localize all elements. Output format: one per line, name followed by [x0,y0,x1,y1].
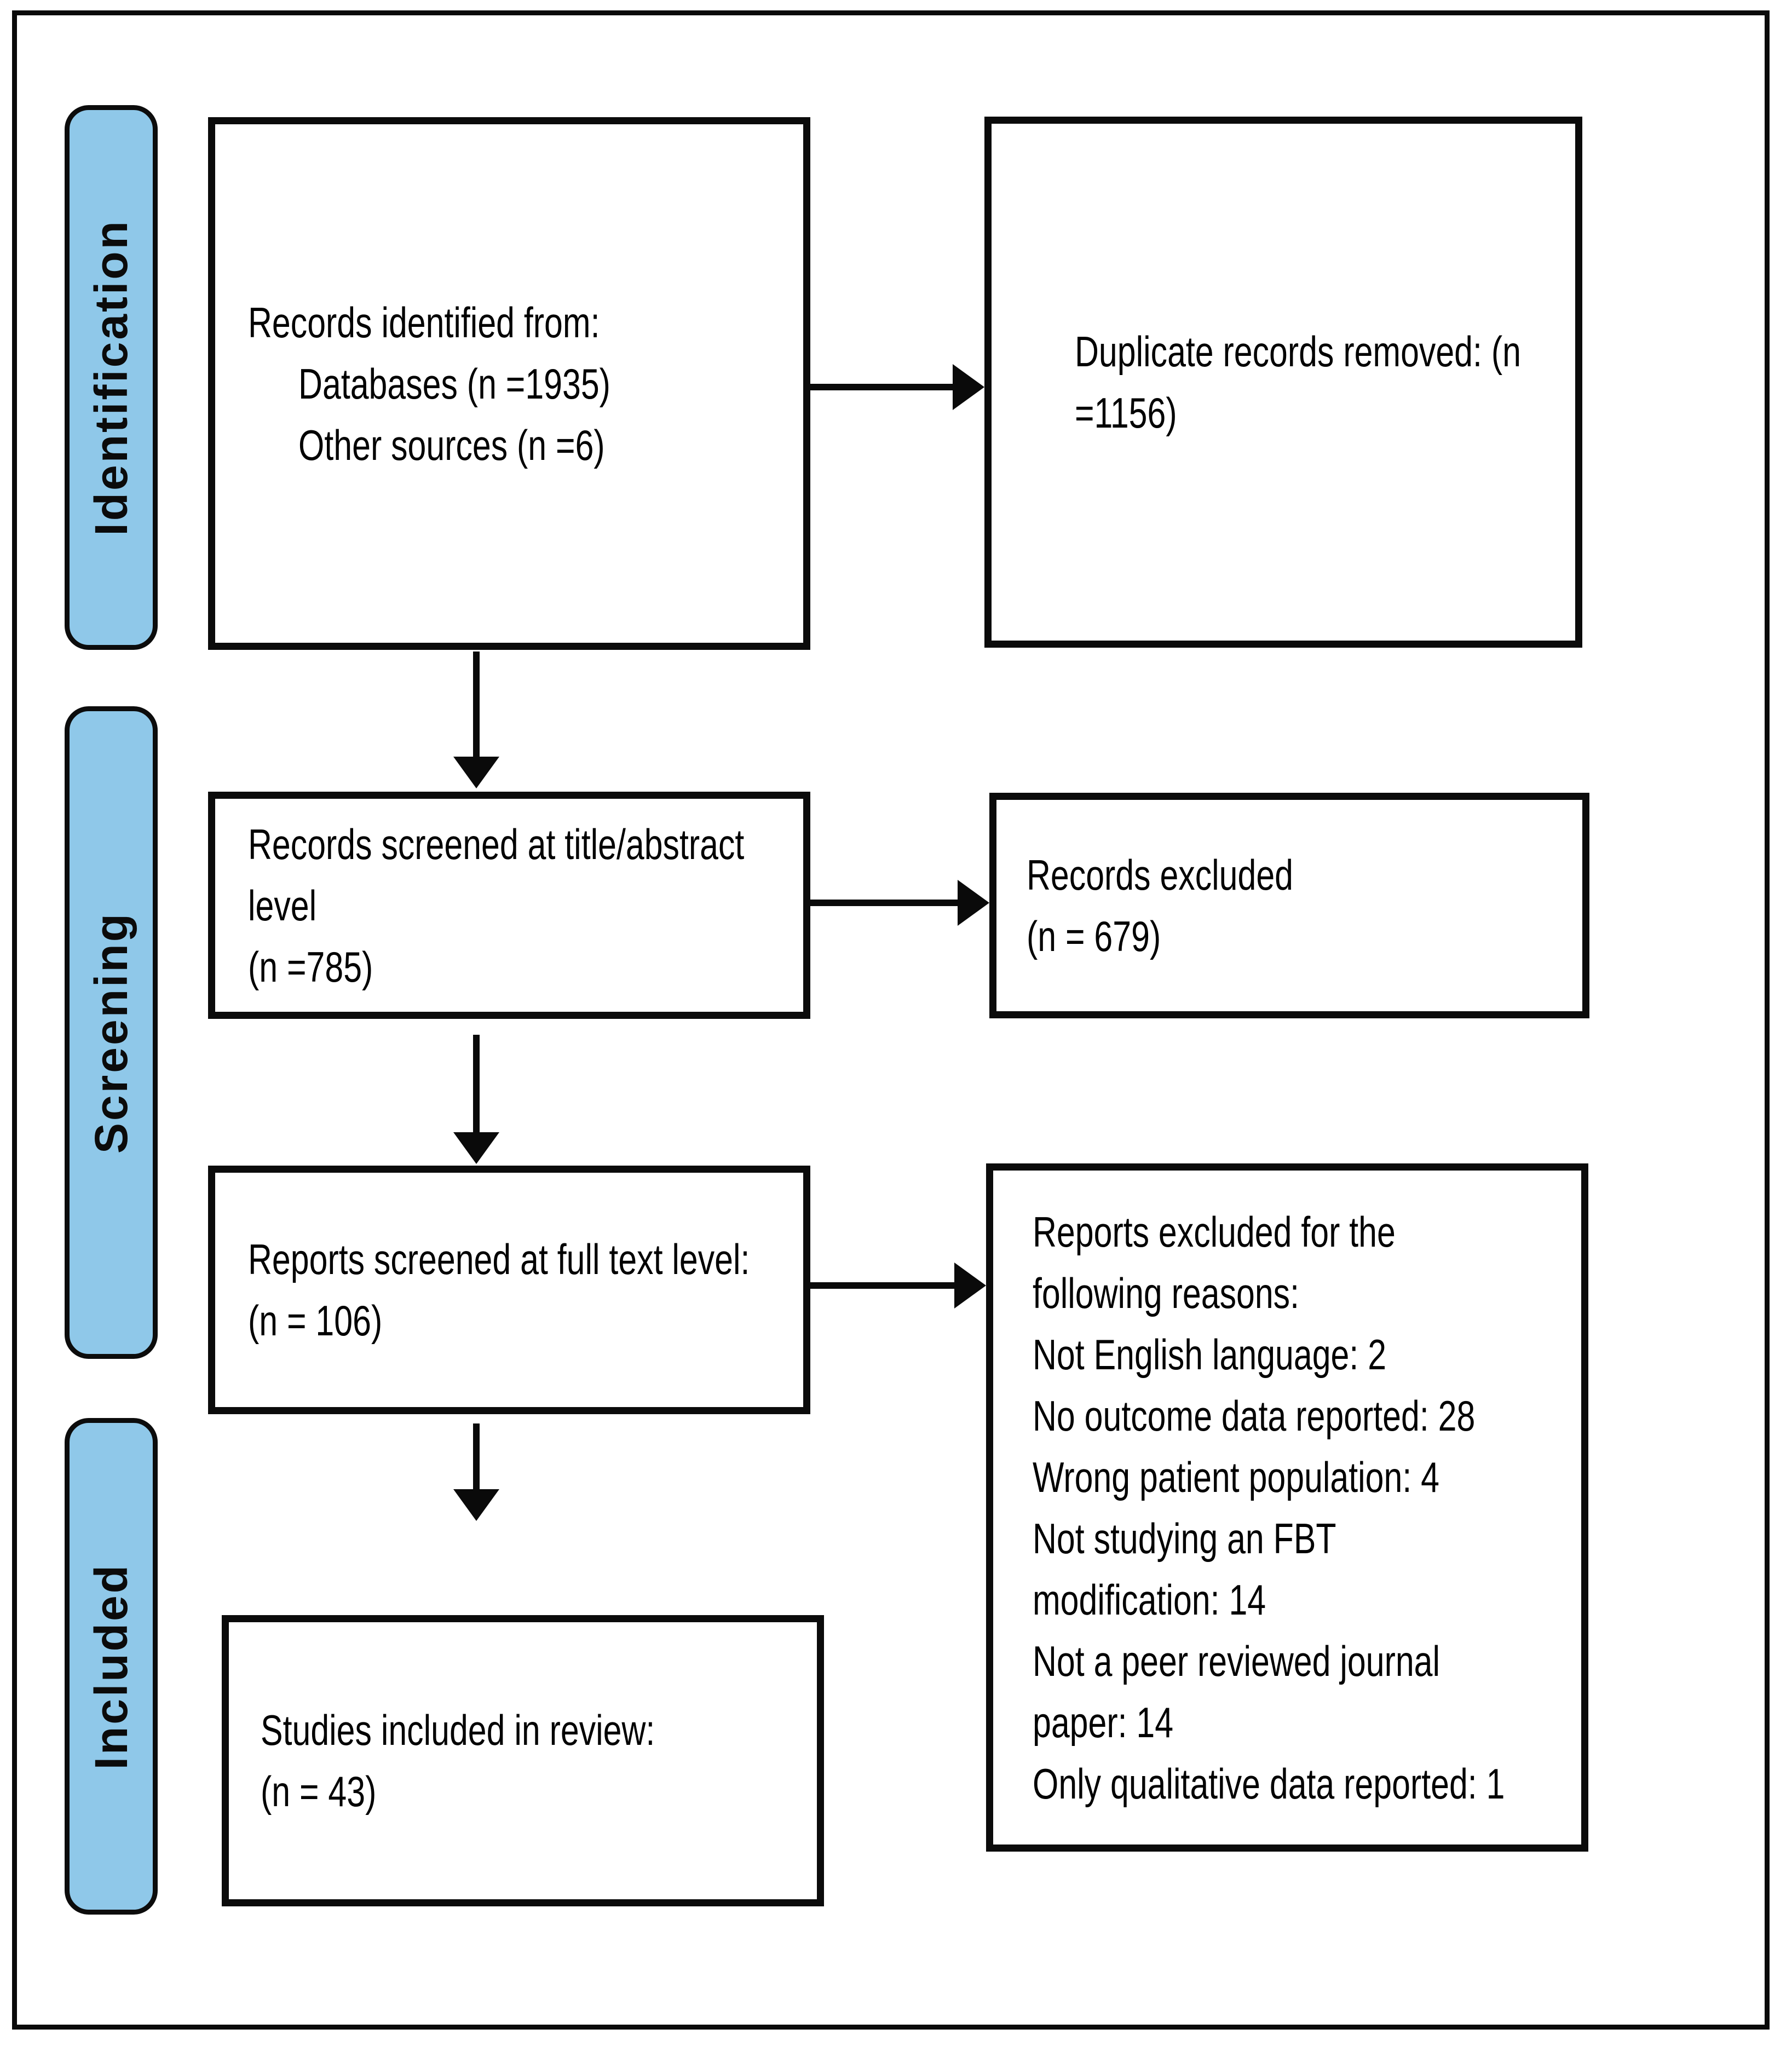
arrow-head-icon [453,757,499,788]
text-line: Reports excluded for the [1033,1208,1396,1256]
text-line: (n =785) [248,942,373,991]
text-line: Not a peer reviewed journal [1033,1637,1440,1685]
box-duplicate-records-removed-text: Duplicate records removed: (n =1156) [1075,321,1521,443]
stage-label-identification: Identification [65,105,158,650]
text-line: Not English language: 2 [1033,1330,1387,1379]
box-records-screened-title-abstract-text: Records screened at title/abstract level… [248,814,744,998]
text-line: (n = 679) [1027,912,1161,960]
text-line: following reasons: [1033,1269,1299,1317]
arrow-head-icon [954,1263,986,1309]
text-line: Wrong patient population: 4 [1033,1453,1440,1501]
box-reports-screened-full-text: Reports screened at full text level: (n … [208,1166,810,1414]
arrow-line [473,1423,480,1489]
text-line: No outcome data reported: 28 [1033,1392,1476,1440]
arrow-head-icon [453,1489,499,1521]
stage-label-screening: Screening [65,706,158,1359]
text-line: Only qualitative data reported: 1 [1033,1760,1505,1808]
box-records-identified-text: Records identified from: Databases (n =1… [248,292,610,476]
text-line: Duplicate records removed: (n [1075,327,1521,376]
text-line: Databases (n =1935) [298,359,610,408]
box-records-identified: Records identified from: Databases (n =1… [208,117,810,650]
box-studies-included-text: Studies included in review: (n = 43) [261,1699,655,1822]
stage-label-included-text: Included [85,1563,137,1770]
box-records-excluded-text: Records excluded (n = 679) [1027,844,1293,967]
box-reports-excluded-reasons: Reports excluded for the following reaso… [986,1163,1588,1852]
text-line: Studies included in review: [261,1706,655,1754]
arrow-line [810,1282,954,1289]
box-duplicate-records-removed: Duplicate records removed: (n =1156) [984,117,1582,648]
text-line: Records screened at title/abstract [248,820,745,868]
arrow-head-icon [453,1132,499,1164]
arrow-line [810,900,958,906]
text-line: Other sources (n =6) [298,420,605,469]
text-line: (n = 106) [248,1296,383,1345]
stage-label-identification-text: Identification [85,219,137,536]
text-line: modification: 14 [1033,1576,1266,1624]
box-records-excluded: Records excluded (n = 679) [989,793,1589,1018]
box-reports-excluded-reasons-text: Reports excluded for the following reaso… [1033,1201,1505,1814]
box-reports-screened-full-text-text: Reports screened at full text level: (n … [248,1229,750,1351]
arrow-line [473,652,480,757]
arrow-line [473,1035,480,1132]
box-records-screened-title-abstract: Records screened at title/abstract level… [208,792,810,1019]
box-studies-included: Studies included in review: (n = 43) [222,1615,824,1906]
stage-label-included: Included [65,1418,158,1915]
text-line: Reports screened at full text level: [248,1235,750,1283]
text-line: =1156) [1075,389,1177,437]
stage-label-screening-text: Screening [85,911,137,1154]
arrow-line [810,384,953,390]
text-line: (n = 43) [261,1767,377,1815]
arrow-head-icon [958,880,989,926]
text-line: paper: 14 [1033,1698,1174,1746]
text-line: Records excluded [1027,851,1293,899]
arrow-head-icon [953,364,984,410]
text-line: Records identified from: [248,298,600,347]
text-line: Not studying an FBT [1033,1514,1336,1563]
text-line: level [248,881,317,930]
